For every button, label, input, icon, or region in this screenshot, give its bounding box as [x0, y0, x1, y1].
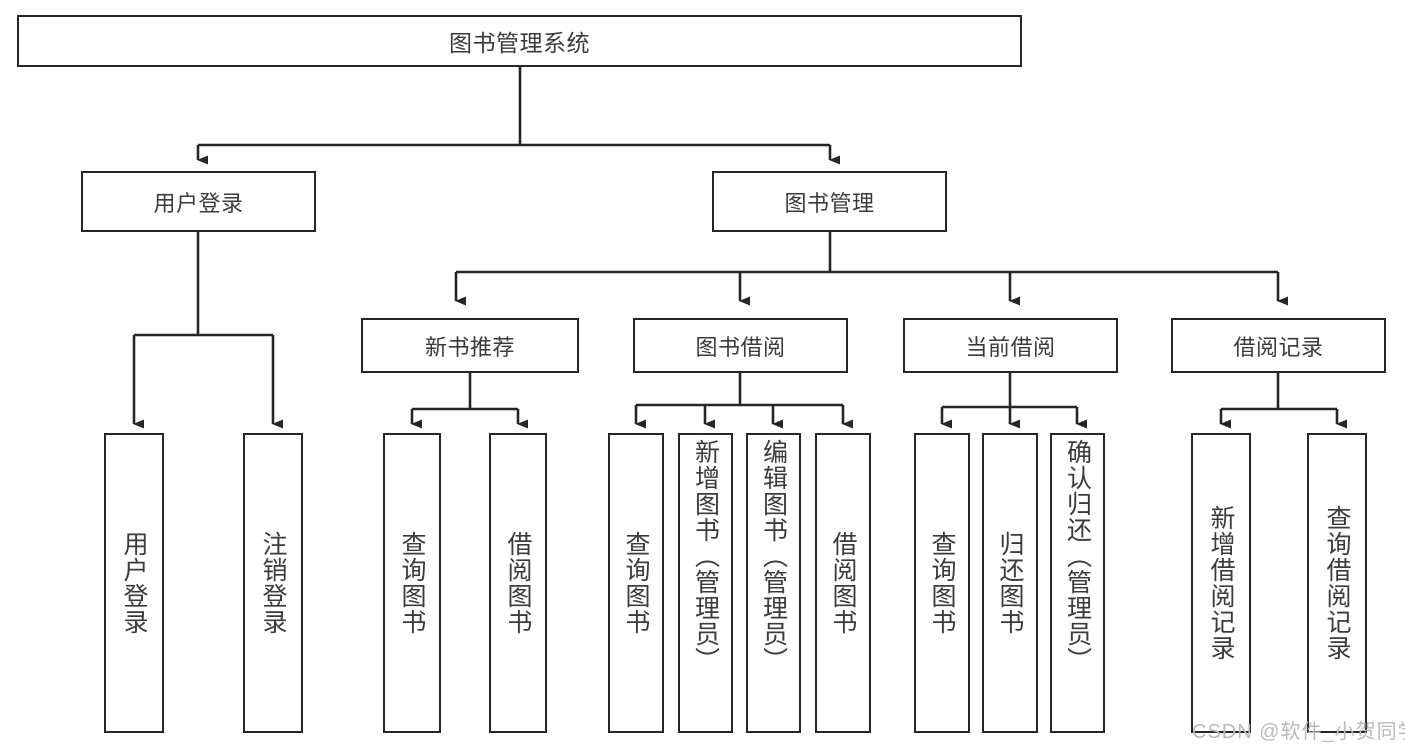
leaf-confirm-return-admin[interactable]: 确认归还（管理员） [1050, 433, 1105, 733]
leaf-edit-book-admin[interactable]: 编辑图书（管理员） [746, 433, 801, 733]
leaf-query-borrow-record[interactable]: 查询借阅记录 [1307, 433, 1367, 733]
node-new-book-recommend[interactable]: 新书推荐 [361, 318, 579, 373]
node-current-borrow[interactable]: 当前借阅 [903, 318, 1118, 373]
leaf-query-book-current[interactable]: 查询图书 [914, 433, 970, 733]
node-root-system[interactable]: 图书管理系统 [17, 15, 1022, 67]
leaf-label: 编辑图书（管理员） [759, 439, 788, 673]
leaf-query-book-recommend[interactable]: 查询图书 [383, 433, 441, 733]
leaf-add-borrow-record[interactable]: 新增借阅记录 [1191, 433, 1251, 733]
leaf-query-book-borrow[interactable]: 查询图书 [608, 433, 664, 733]
leaf-label: 新增借阅记录 [1207, 505, 1235, 661]
leaf-borrow-book-borrow[interactable]: 借阅图书 [815, 433, 871, 733]
leaf-borrow-book-recommend[interactable]: 借阅图书 [489, 433, 547, 733]
leaf-add-book-admin[interactable]: 新增图书（管理员） [678, 433, 733, 733]
leaf-label: 用户登录 [120, 531, 148, 635]
node-user-login[interactable]: 用户登录 [81, 171, 316, 232]
node-book-management[interactable]: 图书管理 [712, 171, 947, 232]
leaf-label: 查询图书 [622, 531, 650, 635]
leaf-label: 借阅图书 [504, 531, 532, 635]
leaf-label: 查询图书 [398, 531, 426, 635]
leaf-label: 查询图书 [928, 531, 956, 635]
leaf-label: 注销登录 [259, 531, 287, 635]
node-borrow-record[interactable]: 借阅记录 [1171, 318, 1386, 373]
leaf-user-login[interactable]: 用户登录 [104, 433, 164, 733]
leaf-label: 新增图书（管理员） [691, 439, 720, 673]
leaf-label: 查询借阅记录 [1323, 505, 1351, 661]
leaf-label: 归还图书 [996, 531, 1024, 635]
leaf-label: 确认归还（管理员） [1063, 439, 1092, 673]
leaf-label: 借阅图书 [829, 531, 857, 635]
watermark-label: CSDN @软件_小贺同学 [1192, 721, 1405, 743]
node-book-borrow[interactable]: 图书借阅 [633, 318, 848, 373]
leaf-return-book[interactable]: 归还图书 [982, 433, 1038, 733]
leaf-logout-login[interactable]: 注销登录 [243, 433, 303, 733]
